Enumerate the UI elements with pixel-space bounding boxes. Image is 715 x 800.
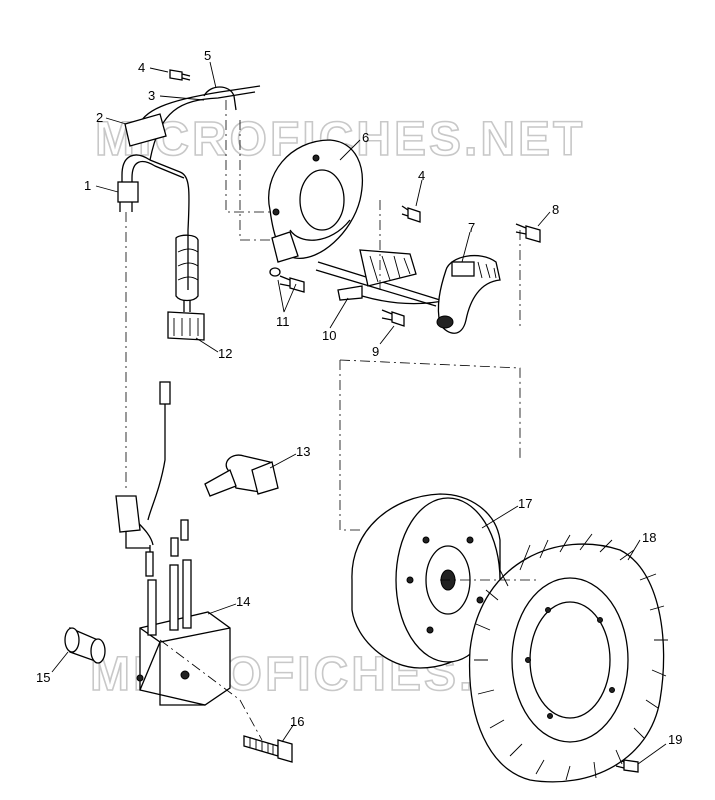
callout-9: 9	[372, 344, 379, 359]
callout-8: 8	[552, 202, 559, 217]
screw-4-right	[401, 205, 421, 223]
callout-4-top: 4	[138, 60, 145, 75]
wiring-harness	[117, 85, 261, 341]
screw-11	[269, 267, 305, 293]
assembly-lines	[125, 100, 540, 741]
charging-coil	[436, 254, 501, 334]
callout-labels: 1 2 3 4 5 6 4 8 7 11 10 9 12 13 17 18 14…	[36, 48, 682, 747]
callout-11: 11	[276, 314, 290, 329]
leader-lines	[51, 61, 667, 765]
callout-19: 19	[668, 732, 682, 747]
callout-3: 3	[148, 88, 155, 103]
bullet-connector	[115, 381, 171, 549]
callout-4-right: 4	[418, 168, 425, 183]
callout-12: 12	[218, 346, 232, 361]
callout-1: 1	[84, 178, 91, 193]
callout-6: 6	[362, 130, 369, 145]
callout-7: 7	[468, 220, 475, 235]
coil-bolt	[243, 735, 293, 763]
stator-plate	[268, 139, 364, 263]
pulser-coil	[315, 249, 449, 307]
screw-4-top	[169, 69, 191, 81]
callout-5: 5	[204, 48, 211, 63]
callout-16: 16	[290, 714, 304, 729]
spacer	[64, 627, 106, 664]
callout-14: 14	[236, 594, 250, 609]
callout-18: 18	[642, 530, 656, 545]
spark-plug-cap	[204, 454, 279, 497]
cooling-fan	[468, 533, 668, 783]
callout-17: 17	[518, 496, 532, 511]
screw-9	[381, 309, 405, 327]
ignition-coil	[127, 509, 231, 706]
callout-2: 2	[96, 110, 103, 125]
screw-19	[615, 757, 639, 773]
callout-10: 10	[322, 328, 336, 343]
callout-15: 15	[36, 670, 50, 685]
screw-8	[515, 223, 541, 243]
callout-13: 13	[296, 444, 310, 459]
